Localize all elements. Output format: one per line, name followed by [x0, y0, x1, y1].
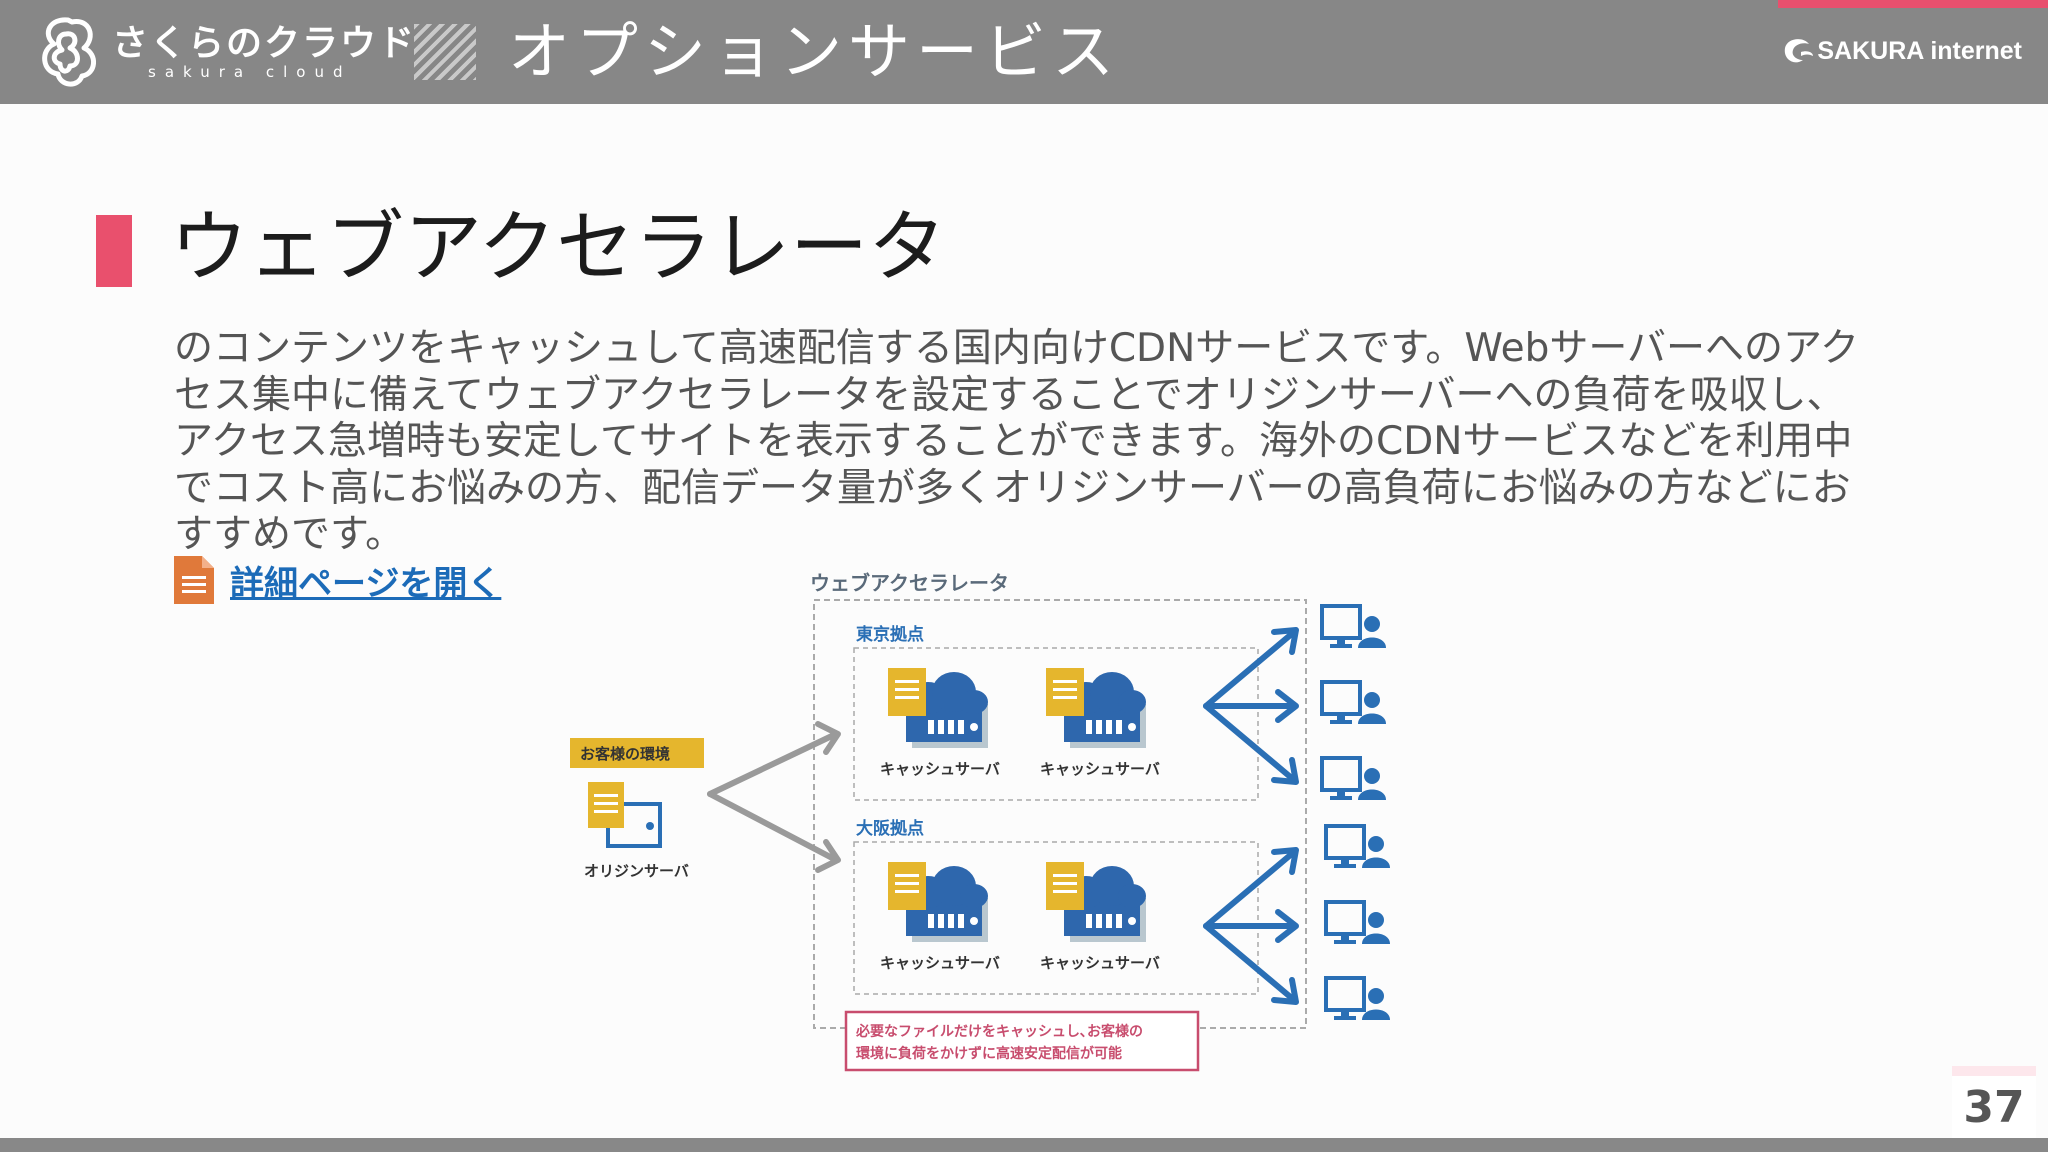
- tokyo-cache-server-1-icon: [888, 668, 988, 748]
- client-1-icon: [1320, 604, 1388, 650]
- header-accent-strip: [1778, 0, 2048, 8]
- service-description: のコンテンツをキャッシュして高速配信する国内向けCDNサービスです。Webサーバ…: [174, 326, 1860, 557]
- client-6-icon: [1324, 976, 1392, 1022]
- sakura-cloud-mark-icon: [42, 17, 96, 87]
- document-icon: [174, 556, 214, 604]
- customer-env-badge: [570, 738, 704, 768]
- brand-text: SAKURA internet: [1817, 36, 2022, 65]
- tokyo-label: 東京拠点: [856, 624, 924, 645]
- osaka-cache-label-1: キャッシュサーバ: [880, 954, 1000, 972]
- note-line-1: 必要なファイルだけをキャッシュし､お客様の: [855, 1023, 1143, 1040]
- sakura-internet-mark-icon: [1785, 39, 1814, 63]
- header-stripes-decoration: [414, 24, 476, 80]
- details-page-link-label[interactable]: 詳細ページを開く: [230, 563, 502, 604]
- osaka-cache-server-2-icon: [1046, 862, 1146, 942]
- tokyo-cache-server-2-icon: [1046, 668, 1146, 748]
- tokyo-cache-label-2: キャッシュサーバ: [1040, 760, 1160, 778]
- section-title: ウェブアクセラレータ: [170, 203, 947, 293]
- osaka-cache-label-2: キャッシュサーバ: [1040, 954, 1160, 972]
- client-5-icon: [1324, 900, 1392, 946]
- note-line-2: 環境に負荷をかけずに高速安定配信が可能: [856, 1045, 1122, 1062]
- osaka-box: [853, 841, 1259, 995]
- page-number-box: 37: [1952, 1066, 2036, 1150]
- diagram-title: ウェブアクセラレータ: [810, 571, 1009, 595]
- tokyo-distribution-arrows: [1203, 627, 1299, 785]
- web-accelerator-diagram: ウェブアクセラレータ 東京拠点 キャッシュサーバ キャッシュサーバ 大阪拠点 キ…: [570, 571, 1392, 1072]
- header-bar: さくらのクラウド sakura cloud オプションサービス SAKURA i…: [0, 0, 2048, 104]
- tokyo-cache-label-1: キャッシュサーバ: [880, 760, 1000, 778]
- osaka-cache-server-1-icon: [888, 862, 988, 942]
- client-2-icon: [1320, 680, 1388, 726]
- logo-sub-text: sakura cloud: [148, 63, 352, 81]
- osaka-label: 大阪拠点: [856, 818, 924, 839]
- logo-main-text: さくらのクラウド: [112, 23, 417, 64]
- section-accent-bar: [96, 215, 132, 287]
- footer-bar: [0, 1138, 2048, 1152]
- page-number: 37: [1963, 1082, 2025, 1133]
- osaka-distribution-arrows: [1203, 847, 1299, 1005]
- customer-env-label: お客様の環境: [580, 745, 670, 763]
- sakura-internet-logo: SAKURA internet: [1781, 34, 2022, 68]
- origin-server-label: オリジンサーバ: [584, 862, 689, 880]
- page-title: オプションサービス: [508, 15, 1121, 88]
- origin-to-cache-arrows: [707, 721, 841, 873]
- client-3-icon: [1320, 756, 1388, 802]
- origin-server-icon: [588, 782, 662, 848]
- note-box: [844, 1010, 1200, 1072]
- tokyo-box: [853, 647, 1259, 801]
- sakura-cloud-logo: さくらのクラウド sakura cloud: [36, 14, 416, 90]
- details-page-link[interactable]: 詳細ページを開く: [172, 554, 501, 606]
- client-4-icon: [1324, 824, 1392, 870]
